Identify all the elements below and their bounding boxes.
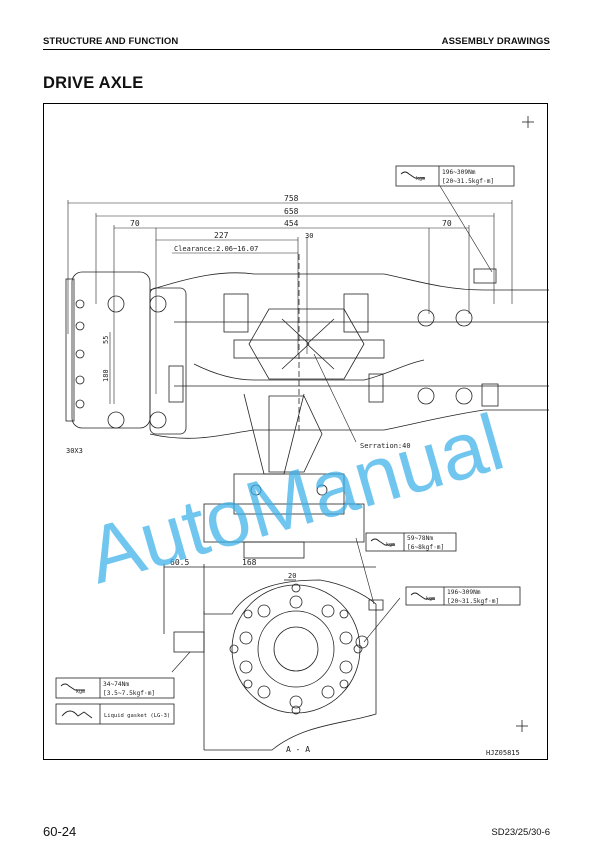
dim-60-5: 60.5: [170, 558, 189, 567]
wrench-icon: [410, 592, 435, 600]
drawing-frame: 758 658 454 70 70 227 30 Clearance:2.06~…: [43, 103, 549, 760]
registration-mark-top: [522, 116, 534, 128]
dim-70-right: 70: [442, 219, 452, 228]
section-view-a-a: [163, 564, 384, 751]
torque-mid-line1: 59~78Nm: [407, 535, 433, 542]
dim-168: 168: [242, 558, 257, 567]
wheel-hub-left: [65, 271, 187, 435]
dim-758: 758: [284, 194, 299, 203]
dim-20: 20: [288, 572, 296, 580]
torque-top-line1: 196~309Nm: [442, 169, 476, 176]
dimension-lines: [67, 200, 513, 404]
torque-unit-right: kgm: [426, 596, 435, 602]
torque-top-line2: [20~31.5kgf·m]: [442, 178, 494, 185]
torque-box-top: [395, 165, 515, 187]
dim-180: 180: [102, 369, 110, 382]
torque-right-line2: [20~31.5kgf·m]: [447, 598, 499, 605]
gasket-icon: [61, 710, 93, 719]
drawing-number: HJZ05815: [486, 749, 520, 757]
pinion-housing: [203, 473, 365, 559]
torque-unit-top: kgm: [416, 176, 425, 182]
dim-658: 658: [284, 207, 299, 216]
torque-unit-mid: kgm: [386, 542, 395, 548]
torque-box-mid: [365, 532, 457, 552]
torque-box-right: [405, 586, 521, 606]
bolt-size-label: 30X3: [66, 447, 83, 455]
dim-55: 55: [102, 336, 110, 344]
model-number: SD23/25/30-6: [491, 827, 550, 838]
dim-30: 30: [305, 232, 313, 240]
header-divider: [43, 49, 550, 50]
torque-right-line1: 196~309Nm: [447, 589, 481, 596]
torque-unit-left: kgm: [76, 689, 85, 695]
registration-mark-bottom: [516, 720, 528, 732]
wrench-icon: [370, 538, 395, 546]
torque-mid-line2: [6~8kgf·m]: [407, 544, 444, 551]
section-label: A - A: [286, 745, 310, 754]
leader-lines: [171, 185, 493, 673]
dim-70-left: 70: [130, 219, 140, 228]
torque-box-left: [55, 677, 175, 725]
assembly-drawing: 758 658 454 70 70 227 30 Clearance:2.06~…: [55, 116, 549, 757]
wrench-icon: [60, 683, 85, 691]
clearance-label: Clearance:2.06~16.07: [174, 245, 258, 253]
wrench-icon: [400, 171, 425, 179]
gasket-label: Liquid gasket (LG-3): [104, 713, 170, 719]
dim-227: 227: [214, 231, 229, 240]
torque-left-line2: [3.5~7.5kgf·m]: [103, 690, 155, 697]
page-number: 60-24: [43, 824, 77, 839]
header-category: ASSEMBLY DRAWINGS: [441, 36, 550, 47]
header-section: STRUCTURE AND FUNCTION: [43, 36, 179, 47]
torque-left-line1: 34~74Nm: [103, 681, 129, 688]
axle-housing: [149, 268, 549, 439]
page-title: DRIVE AXLE: [43, 74, 144, 92]
serration-label: Serration:40: [360, 442, 411, 450]
dim-454: 454: [284, 219, 299, 228]
